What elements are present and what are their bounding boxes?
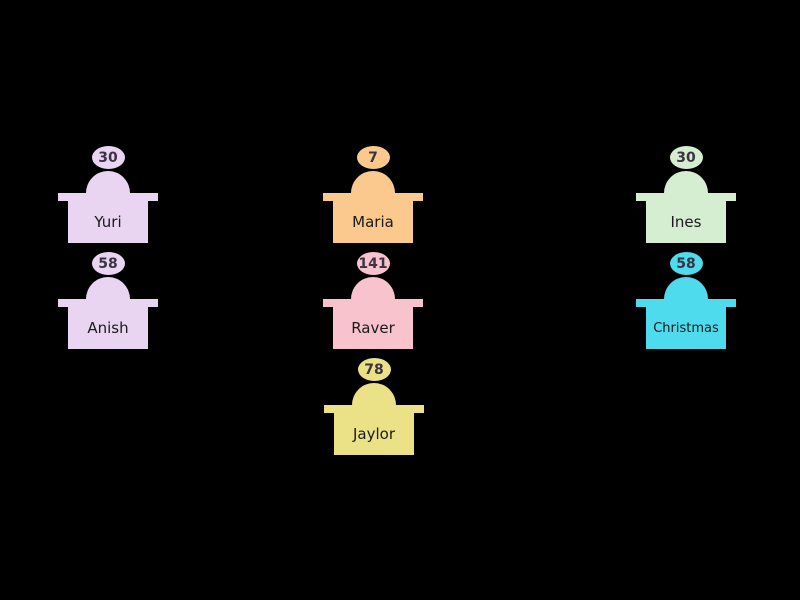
student-name-label: Yuri [94,213,122,231]
desk-front-panel: Christmas [646,307,726,349]
count-badge: 30 [91,146,125,169]
student-desk-figure: 78 Jaylor [324,358,424,455]
student-name-label: Christmas [653,320,719,336]
person-head-icon [664,171,708,193]
desk-front-panel: Anish [68,307,148,349]
count-badge-value: 30 [98,149,118,166]
desk-top-bar [323,299,423,307]
count-badge-value: 58 [98,255,118,272]
desk-top-bar [636,193,736,201]
desk-top-bar [58,299,158,307]
student-desk-figure: 30 Ines [636,146,736,243]
person-head-icon [351,171,395,193]
count-badge: 78 [357,358,391,381]
desk-top-bar [324,405,424,413]
person-head-icon [664,277,708,299]
student-name-label: Maria [352,213,394,231]
student-desk-figure: 30 Yuri [58,146,158,243]
person-head-icon [86,277,130,299]
desk-top-bar [636,299,736,307]
student-name-label: Jaylor [352,425,395,443]
count-badge: 7 [356,146,390,169]
count-badge-value: 141 [358,255,388,272]
student-desk-figure: 58 Anish [58,252,158,349]
count-badge-value: 78 [364,361,384,378]
count-badge-value: 58 [676,255,696,272]
student-desk-figure: 7 Maria [323,146,423,243]
count-badge: 141 [356,252,390,275]
desk-front-panel: Maria [333,201,413,243]
count-badge: 58 [669,252,703,275]
person-head-icon [86,171,130,193]
desk-top-bar [323,193,423,201]
desk-front-panel: Yuri [68,201,148,243]
count-badge-value: 30 [676,149,696,166]
student-name-label: Ines [670,213,702,231]
desk-front-panel: Raver [333,307,413,349]
count-badge: 58 [91,252,125,275]
count-badge: 30 [669,146,703,169]
person-head-icon [351,277,395,299]
desk-front-panel: Jaylor [334,413,414,455]
student-name-label: Raver [351,319,395,337]
student-name-label: Anish [87,319,129,337]
student-desk-figure: 141 Raver [323,252,423,349]
desk-top-bar [58,193,158,201]
desk-front-panel: Ines [646,201,726,243]
count-badge-value: 7 [368,149,378,166]
student-desk-figure: 58 Christmas [636,252,736,349]
person-head-icon [352,383,396,405]
